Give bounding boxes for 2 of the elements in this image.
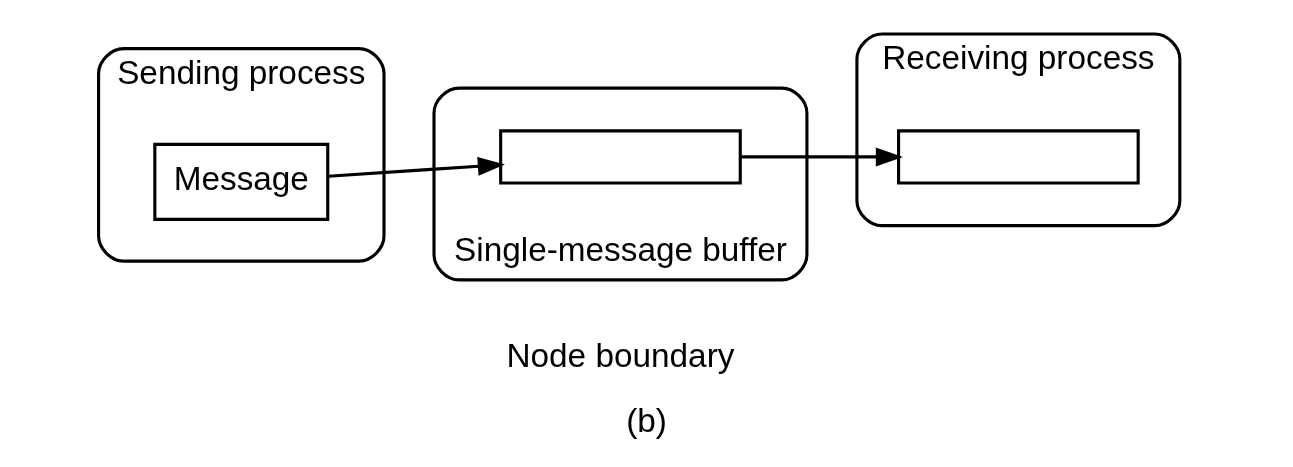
caption: (b) — [626, 401, 667, 438]
label: Node boundary — [506, 336, 735, 374]
